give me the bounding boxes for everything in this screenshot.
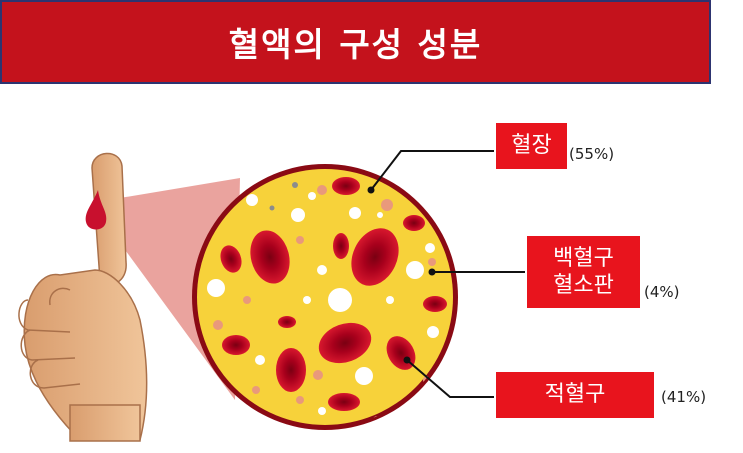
hand-illustration bbox=[18, 152, 148, 442]
rbc-label: 적혈구 bbox=[496, 372, 654, 418]
plasma-label: 혈장 bbox=[496, 123, 567, 169]
title-banner: 혈액의 구성 성분 bbox=[0, 0, 711, 84]
plasma-label-text: 혈장 bbox=[511, 133, 552, 159]
platelet-label-text: 혈소판 bbox=[553, 273, 614, 298]
wbc-platelet-percent: (4%) bbox=[644, 283, 680, 301]
wbc-label-text: 백혈구 bbox=[553, 245, 614, 271]
white-blood-cells bbox=[207, 192, 439, 415]
leader-lines bbox=[370, 150, 525, 398]
leader-dots bbox=[367, 186, 436, 364]
rbc-label-text: 적혈구 bbox=[544, 382, 606, 408]
red-blood-cells bbox=[220, 177, 447, 411]
page-title: 혈액의 구성 성분 bbox=[228, 25, 483, 64]
plasma-percent: (55%) bbox=[569, 145, 615, 163]
rbc-percent: (41%) bbox=[661, 388, 707, 406]
blood-circle bbox=[192, 164, 458, 430]
gray-particles bbox=[269, 182, 298, 211]
blood-drop-icon bbox=[85, 190, 107, 230]
wbc-platelet-label: 백혈구 혈소판 bbox=[527, 236, 640, 308]
